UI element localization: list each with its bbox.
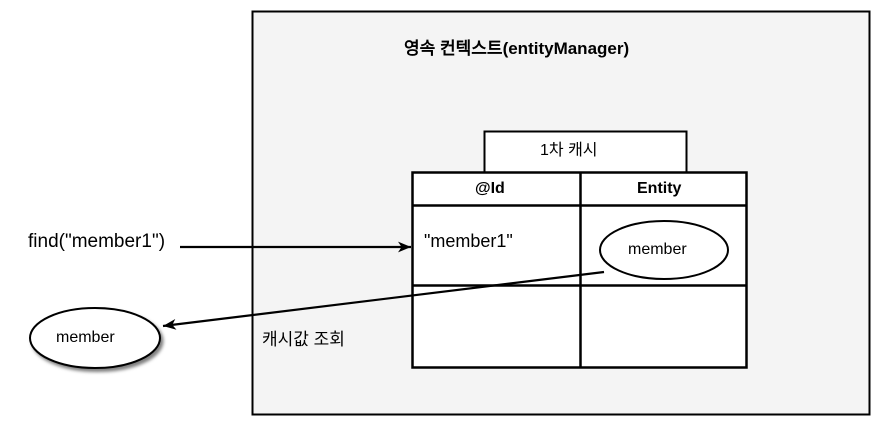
first-level-cache-label: 1차 캐시 [540,142,598,159]
table-header-id: @Id [475,180,505,197]
page-title: 영속 컨텍스트(entityManager) [404,39,630,58]
table-cell-id-value: "member1" [424,231,513,251]
entity-ellipse-label: member [628,241,687,258]
first-level-cache-box [483,130,688,174]
find-call-annotation: find("member1") [28,231,166,252]
result-ellipse-label: member [56,329,115,346]
cache-lookup-annotation: 캐시값 조회 [262,330,345,349]
entity-ellipse [599,220,729,280]
result-ellipse [29,307,161,369]
cache-return-arrow [162,270,605,330]
table-header-entity: Entity [637,180,682,197]
